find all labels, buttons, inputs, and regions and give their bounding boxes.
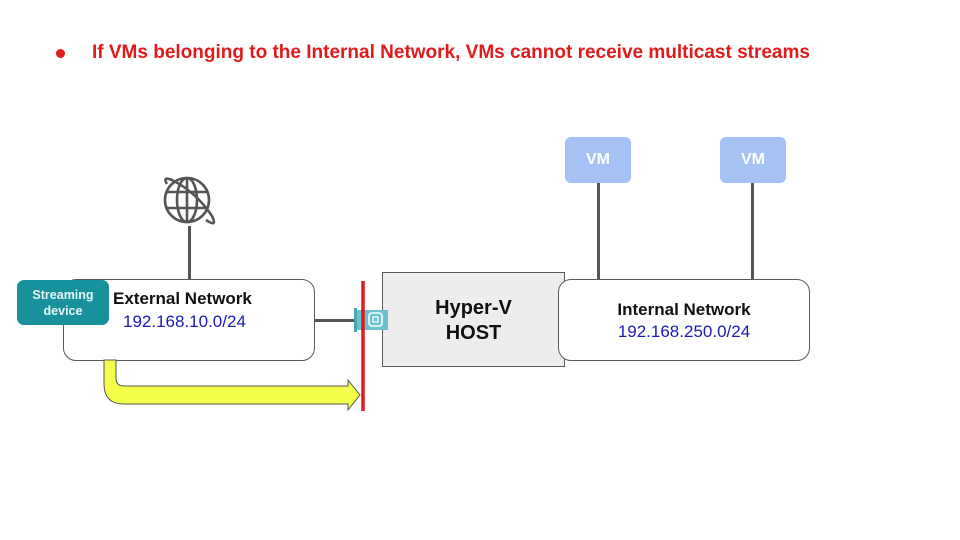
hyper-v-host-box[interactable] <box>382 272 565 367</box>
external-network-title: External Network <box>113 289 252 308</box>
multicast-flow-arrow <box>103 359 361 412</box>
headline: If VMs belonging to the Internal Network… <box>52 41 810 65</box>
vm-box-1[interactable]: VM <box>565 137 631 183</box>
internal-network-subnet: 192.168.250.0/24 <box>617 322 751 341</box>
streaming-device[interactable]: Streaming device <box>17 280 109 325</box>
headline-text: If VMs belonging to the Internal Network… <box>92 42 810 63</box>
vm1-connector-line <box>597 182 600 280</box>
globe-connector-line <box>188 226 191 280</box>
bullet-icon <box>56 48 65 58</box>
host-label-line2: HOST <box>445 322 502 344</box>
vm-box-2[interactable]: VM <box>720 137 786 183</box>
globe-icon <box>163 176 216 225</box>
hyper-v-host-label: Hyper-V HOST <box>383 296 564 346</box>
internal-network-box[interactable] <box>558 279 810 361</box>
external-to-nic-line <box>302 319 354 322</box>
vm-label: VM <box>741 151 765 168</box>
streaming-device-label-2: device <box>43 303 83 318</box>
external-network-subnet: 192.168.10.0/24 <box>123 312 246 331</box>
streaming-device-label-1: Streaming <box>32 287 94 302</box>
internal-network-title: Internal Network <box>617 300 751 319</box>
vm-label: VM <box>586 151 610 168</box>
vm2-connector-line <box>751 182 754 280</box>
host-label-line1: Hyper-V <box>435 297 512 319</box>
network-card-icon <box>354 308 388 332</box>
